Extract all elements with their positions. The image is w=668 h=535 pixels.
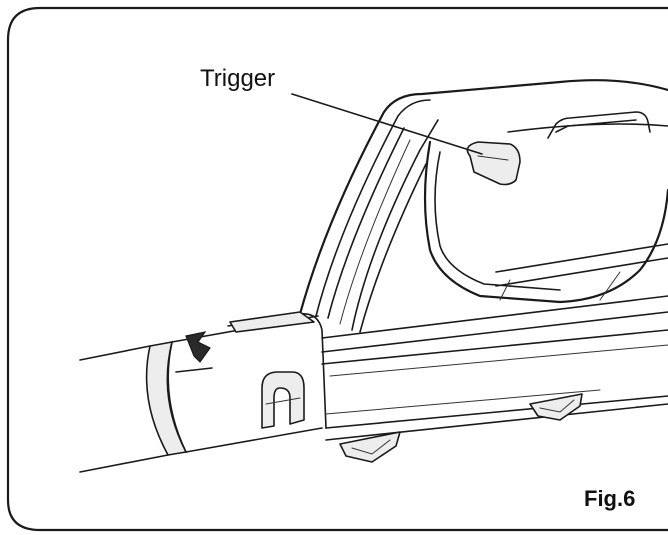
figure-label: Fig.6 [584,486,635,511]
handle-assembly [229,79,668,333]
figure-frame [6,6,668,532]
trigger-leader-line [291,93,483,155]
base-feet [339,393,583,463]
trigger-callout-label: Trigger [200,65,275,92]
lock-arrow-icon [185,331,211,363]
trigger [466,141,521,186]
release-latch [261,371,305,429]
blower-tube [79,315,323,473]
blower-body [321,295,668,441]
